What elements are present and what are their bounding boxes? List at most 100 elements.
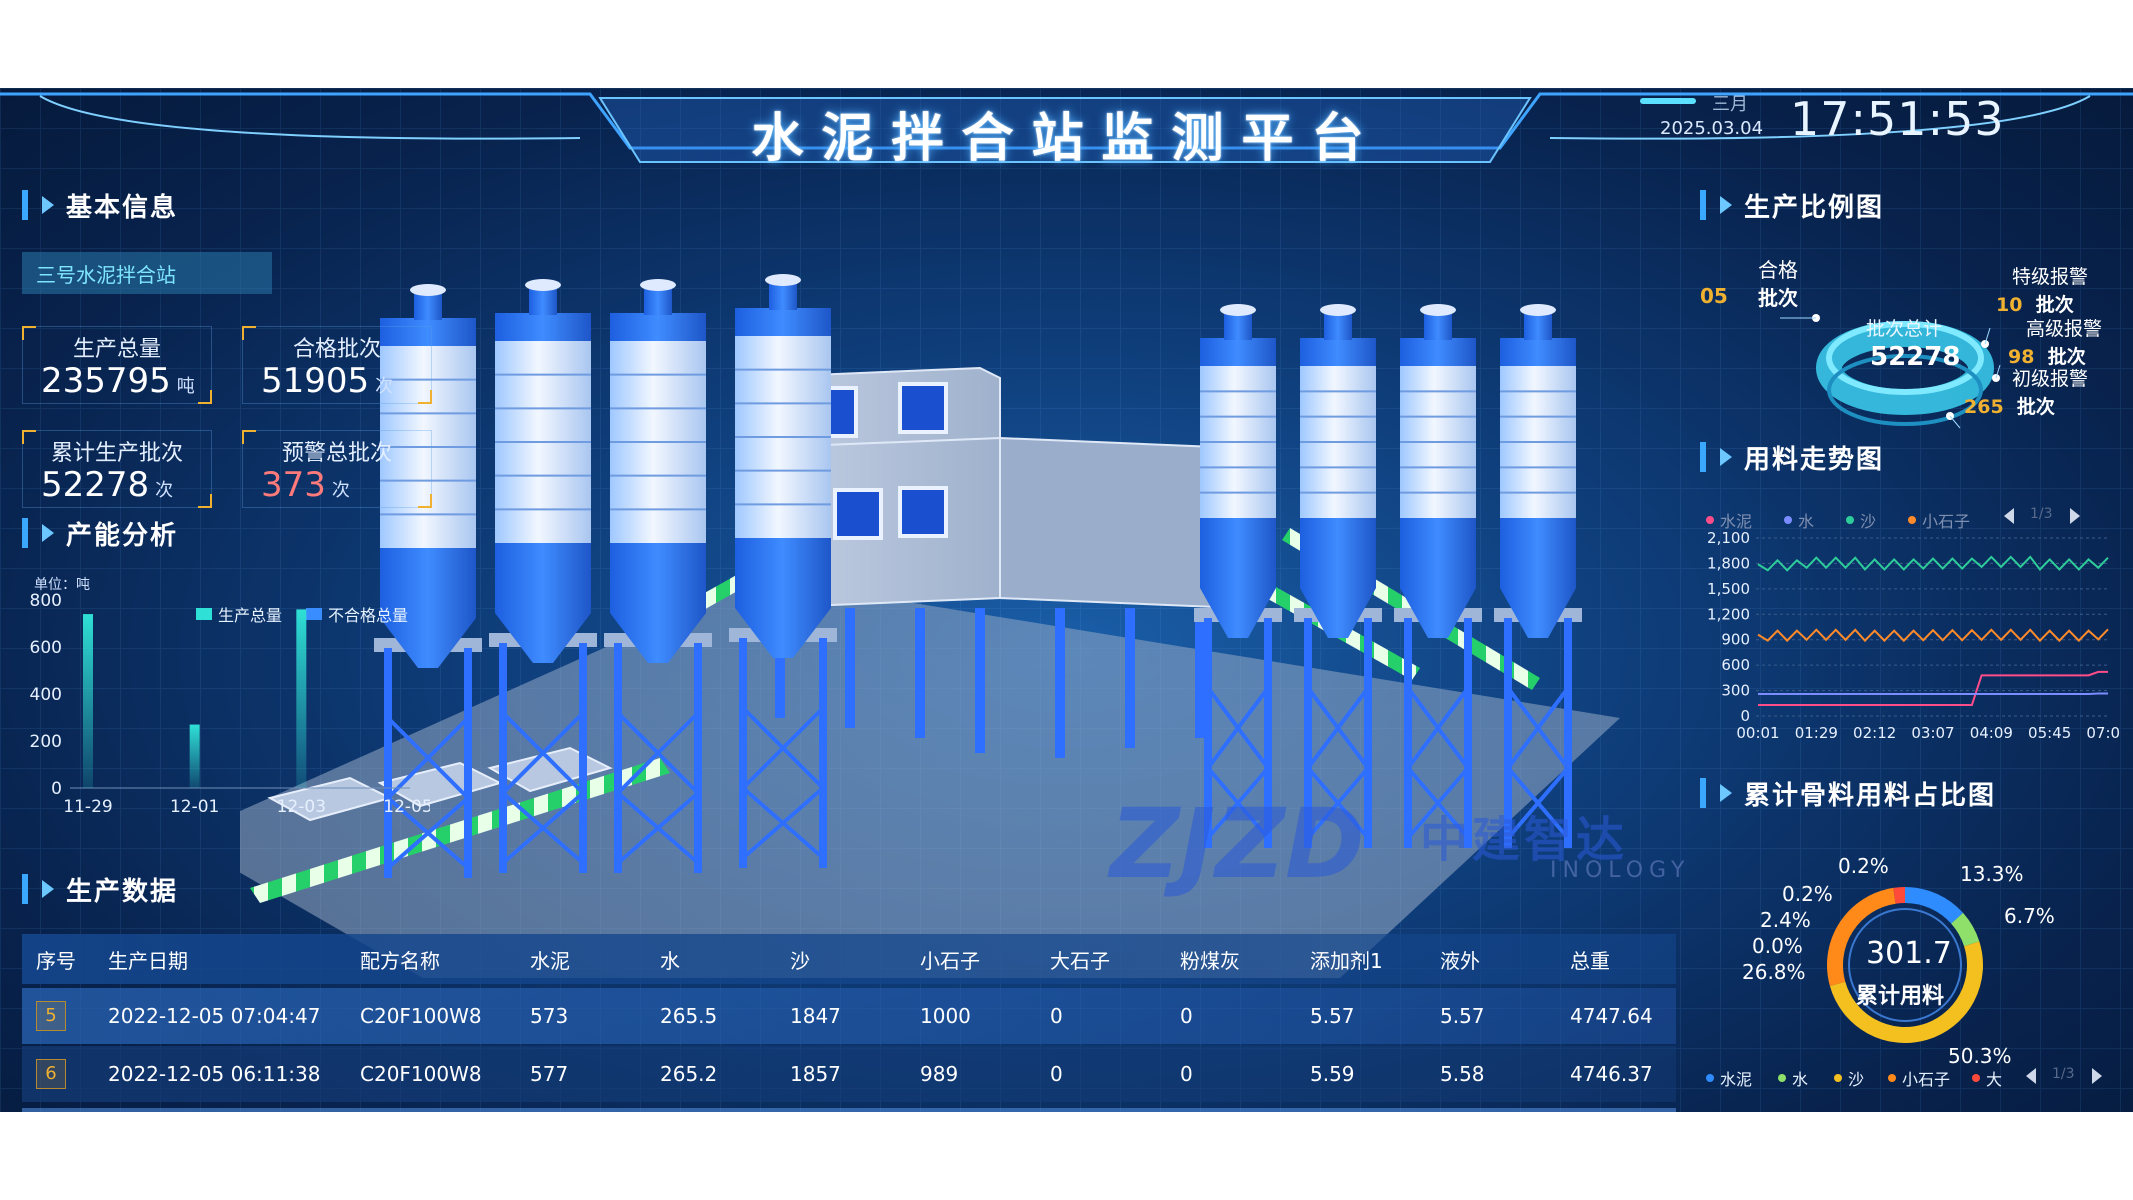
table-cell: 2022-12-05 07:04:47 (108, 1004, 321, 1028)
plant-3d-illustration (240, 274, 1620, 978)
watermark-en: INOLOGY (1550, 858, 1691, 883)
row-index-badge: 5 (36, 1001, 66, 1031)
legend-item[interactable]: 沙 (1846, 508, 1876, 532)
trend-next-page-button[interactable] (2070, 508, 2080, 524)
ring-center-label: 批次总计 (1866, 318, 1943, 340)
aggregate-next-page-button[interactable] (2092, 1068, 2102, 1084)
y-tick-label: 300 (1721, 682, 1750, 700)
silo (604, 279, 712, 873)
series-line (1757, 555, 2109, 572)
alarm-value-high: 98 批次 (2008, 346, 2086, 368)
legend-item[interactable]: 水泥 (1706, 1066, 1752, 1090)
column-header: 大石子 (1050, 948, 1110, 973)
table-cell: C20F100W8 (360, 1004, 482, 1028)
y-tick-label: 1,500 (1707, 580, 1750, 598)
column-header: 序号 (36, 948, 76, 973)
section-capacity: 产能分析 (22, 516, 362, 551)
chevron-right-icon (42, 880, 54, 898)
row-index-badge: 6 (36, 1059, 66, 1089)
table-cell: 5.58 (1440, 1062, 1485, 1086)
x-tick-label: 11-29 (63, 797, 112, 817)
section-aggregate: 累计骨料用料占比图 (1700, 776, 2040, 811)
y-tick-label: 1,200 (1707, 605, 1750, 623)
header-clock: 17:51:53 (1790, 92, 2005, 146)
column-header: 水泥 (530, 948, 570, 973)
header: 水泥拌合站监测平台 三月 2025.03.04 17:51:53 (0, 88, 2133, 169)
bar (189, 724, 200, 788)
donut-slice (1829, 941, 1983, 1043)
donut-center-label: 累计用料 (1856, 984, 1945, 1009)
legend-item[interactable]: 大 (1972, 1066, 2002, 1090)
legend-item[interactable]: 沙 (1834, 1066, 1864, 1090)
watermark-logo: ZJZD (1110, 788, 1365, 900)
donut-slice (1950, 912, 1980, 947)
legend-item[interactable]: 小石子 (1888, 1066, 1950, 1090)
silo (729, 274, 837, 868)
table-cell: 0 (1180, 1004, 1193, 1028)
stat-label: 生产总量 (72, 337, 161, 362)
trend-prev-page-button[interactable] (2004, 508, 2014, 524)
batch-ring-chart (1780, 314, 2001, 429)
y-tick-label: 0 (51, 779, 62, 799)
section-title: 累计骨料用料占比图 (1744, 780, 1997, 811)
donut-pct-label: 26.8% (1742, 960, 1806, 984)
alarm-label-high: 高级报警 (2026, 318, 2103, 340)
donut-pct-label: 50.3% (1948, 1044, 2012, 1068)
y-tick-label: 400 (30, 685, 62, 705)
y-tick-label: 200 (30, 732, 62, 752)
table-cell: 265.2 (660, 1062, 718, 1086)
station-selector[interactable]: 三号水泥拌合站 (22, 252, 272, 294)
table-cell: 1847 (790, 1004, 841, 1028)
table-cell: 5.57 (1310, 1004, 1355, 1028)
watermark-cn: 中建智达 (1420, 812, 1629, 868)
x-tick-label: 03:07 (1911, 724, 1954, 742)
bar (296, 609, 307, 788)
chevron-right-icon (1720, 448, 1732, 466)
silo (374, 284, 482, 878)
x-tick-label: 01:29 (1795, 724, 1838, 742)
building (738, 366, 1241, 758)
watermark: ZJZD 中建智达 INOLOGY (1110, 788, 1684, 900)
x-tick-label: 02:12 (1853, 724, 1896, 742)
donut-pct-label: 13.3% (1960, 862, 2024, 886)
chevron-right-icon (42, 524, 54, 542)
silo (1394, 304, 1482, 848)
legend-item[interactable]: 不合格总量 (306, 602, 408, 626)
y-tick-label: 600 (1721, 656, 1750, 674)
donut-inner-ring (1848, 908, 1962, 1022)
donut-pct-label: 0.2% (1782, 882, 1833, 906)
table-cell: 0 (1180, 1062, 1193, 1086)
y-tick-label: 2,100 (1707, 529, 1750, 547)
donut-slice (1904, 887, 1964, 924)
section-production-data: 生产数据 (22, 872, 362, 907)
table-cell: 1857 (790, 1062, 841, 1086)
silo (1294, 304, 1382, 848)
legend-item[interactable]: 水 (1784, 508, 1814, 532)
x-tick-label: 12-05 (383, 797, 430, 817)
legend-item[interactable]: 水泥 (1706, 508, 1752, 532)
table-cell: 265.5 (660, 1004, 718, 1028)
table-cell: 4747.64 (1570, 1004, 1653, 1028)
aggregate-donut-chart (1827, 887, 1983, 1043)
legend-item[interactable]: 生产总量 (196, 602, 282, 626)
donut-slice (1893, 887, 1906, 904)
capacity-unit-label: 单位：吨 (34, 577, 90, 593)
legend-item[interactable]: 小石子 (1908, 508, 1970, 532)
table-cell: 6 (22, 1059, 94, 1089)
legend-item[interactable]: 水 (1778, 1066, 1808, 1090)
column-header: 小石子 (920, 948, 980, 973)
column-header: 配方名称 (360, 948, 440, 973)
table-cell: 0 (1050, 1004, 1063, 1028)
column-header: 生产日期 (108, 948, 188, 973)
donut-center-value: 301.7 (1866, 936, 1952, 971)
aggregate-prev-page-button[interactable] (2026, 1068, 2036, 1084)
aggregate-page-indicator: 1/3 (2052, 1066, 2075, 1082)
table-cell: 2022-12-05 06:11:38 (108, 1062, 321, 1086)
